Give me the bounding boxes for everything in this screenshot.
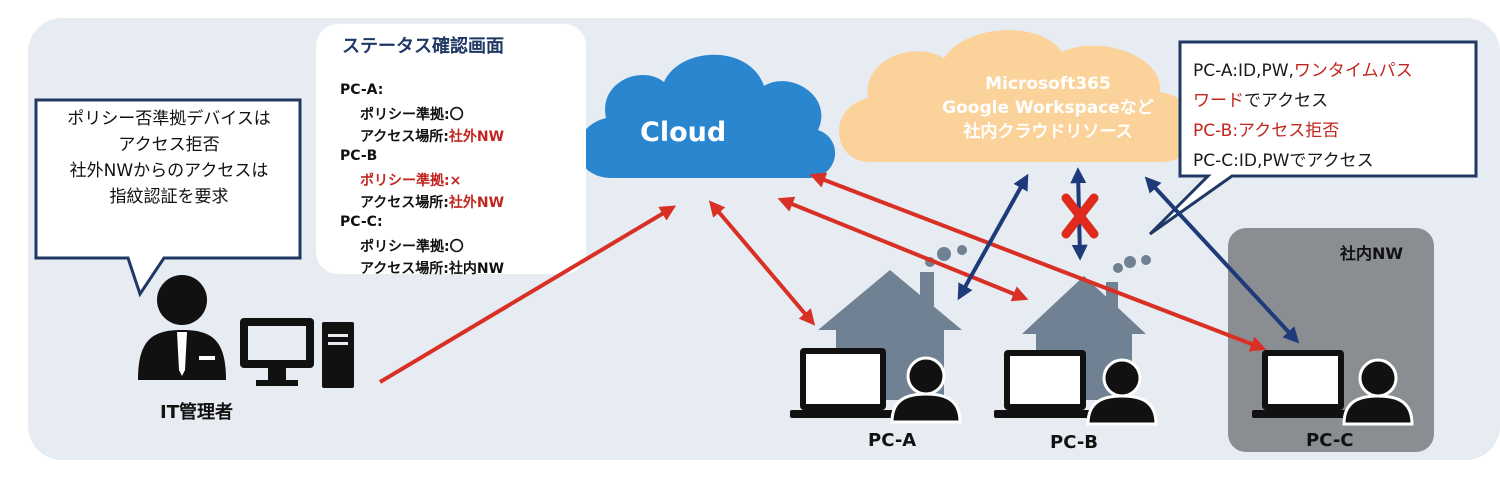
- laptop-b-icon: [994, 350, 1096, 418]
- status-pc-b-access-prefix: アクセス場所:: [360, 195, 449, 211]
- admin-callout-line4: 指紋認証を要求: [109, 187, 229, 207]
- user-c-icon: [1342, 358, 1414, 426]
- access-callout-pc-a-line1: PC-A:ID,PW,ワンタイムパス: [1193, 56, 1463, 86]
- access-callout-pc-a-line2: ワードでアクセス: [1193, 86, 1463, 116]
- admin-callout-bubble: [34, 98, 302, 298]
- deny-x-icon: [1061, 193, 1099, 239]
- saas-cloud-line1: Microsoft365: [985, 74, 1111, 94]
- user-b-icon: [1086, 358, 1158, 426]
- admin-callout-line3: 社外NWからのアクセスは: [69, 161, 269, 181]
- saas-cloud-line3: 社内クラウドリソース: [963, 122, 1133, 142]
- status-pc-c-access: アクセス場所:社内NW: [360, 261, 505, 277]
- status-pc-b-policy: ポリシー準拠:×: [360, 173, 462, 189]
- status-box-title: ステータス確認画面: [342, 36, 504, 57]
- status-pc-a-access-prefix: アクセス場所:: [360, 129, 449, 145]
- it-admin-icon: [138, 275, 226, 380]
- saas-cloud-line2: Google Workspaceなど: [942, 98, 1154, 118]
- access-callout-text: PC-A:ID,PW,ワンタイムパス ワードでアクセス PC-B:アクセス拒否 …: [1193, 56, 1463, 176]
- status-pc-a-access-value: 社外NW: [448, 129, 505, 145]
- pc-a-label: PC-A: [868, 430, 917, 451]
- access-pc-a-prefix: PC-A:ID,PW,: [1193, 61, 1294, 81]
- saas-pc-c-arrow: [1144, 176, 1300, 344]
- status-pc-b-name: PC-B: [340, 148, 378, 164]
- status-box: [316, 24, 586, 274]
- desktop-pc-icon: [240, 318, 354, 388]
- laptop-a-icon: [790, 348, 896, 418]
- it-admin-label: IT管理者: [160, 402, 233, 423]
- status-pc-b-access: アクセス場所:社外NW: [360, 192, 504, 212]
- status-pc-a-name: PC-A:: [340, 82, 384, 98]
- status-pc-a-access: アクセス場所:社外NW: [360, 126, 504, 146]
- access-pc-a-suffix: でアクセス: [1244, 91, 1329, 111]
- access-pc-a-otp-part1: ワンタイムパス: [1293, 61, 1413, 81]
- admin-callout-line2: アクセス拒否: [118, 135, 220, 155]
- pc-b-label: PC-B: [1050, 432, 1099, 453]
- access-callout-pc-b: PC-B:アクセス拒否: [1193, 121, 1340, 141]
- cloud-shape: [578, 54, 836, 179]
- user-a-icon: [890, 356, 962, 424]
- status-pc-a-policy: ポリシー準拠:〇: [360, 107, 464, 123]
- admin-callout-text: ポリシー否準拠デバイスは アクセス拒否 社外NWからのアクセスは 指紋認証を要求: [38, 106, 300, 210]
- admin-to-cloud-arrow: [378, 205, 677, 384]
- cloud-label: Cloud: [640, 117, 727, 148]
- status-pc-c-name: PC-C:: [340, 214, 383, 230]
- pc-c-label: PC-C: [1306, 430, 1354, 451]
- internal-network-label: 社内NW: [1340, 244, 1404, 263]
- status-pc-c-policy: ポリシー準拠:〇: [360, 239, 464, 255]
- access-pc-a-otp-part2: ワード: [1193, 91, 1244, 111]
- saas-pc-a-arrow: [957, 173, 1029, 301]
- access-callout-pc-c: PC-C:ID,PWでアクセス: [1193, 151, 1374, 171]
- status-pc-b-access-value: 社外NW: [448, 195, 505, 211]
- admin-callout-line1: ポリシー否準拠デバイスは: [67, 109, 271, 129]
- laptop-c-icon: [1252, 350, 1354, 418]
- saas-cloud-label: Microsoft365 Google Workspaceなど 社内クラウドリソ…: [898, 72, 1198, 144]
- saas-cloud-shape: [838, 30, 1195, 163]
- cloud-pc-a-arrow: [708, 200, 816, 326]
